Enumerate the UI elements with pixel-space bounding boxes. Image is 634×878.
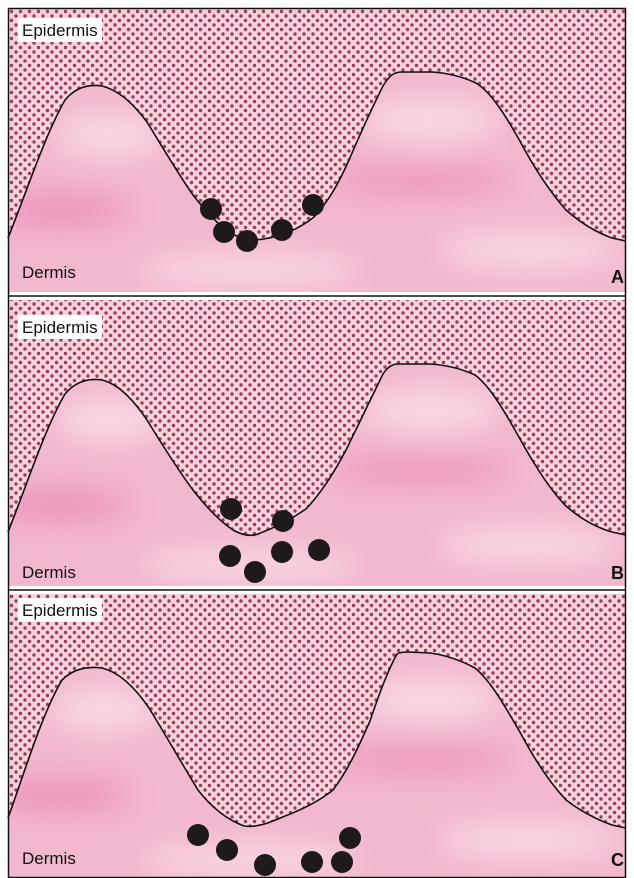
panel-b: Epidermis Dermis B xyxy=(0,300,626,586)
melanocyte-cell xyxy=(331,851,353,873)
panel-letter: B xyxy=(611,563,624,583)
melanocyte-cell xyxy=(271,219,293,241)
panel-a: Epidermis Dermis A xyxy=(0,8,626,292)
dermis-label: Dermis xyxy=(22,263,76,282)
panel-letter: C xyxy=(611,850,624,870)
panel-c: Epidermis Dermis C xyxy=(0,594,626,878)
melanocyte-cell xyxy=(200,198,222,220)
melanocyte-cell xyxy=(236,230,258,252)
epidermis-label: Epidermis xyxy=(22,21,98,40)
melanocyte-cell xyxy=(301,851,323,873)
melanocyte-cell xyxy=(216,839,238,861)
melanocyte-cell xyxy=(213,221,235,243)
melanocyte-cell xyxy=(219,545,241,567)
dermis-label: Dermis xyxy=(22,563,76,582)
epidermis-label: Epidermis xyxy=(22,601,98,620)
melanocyte-cell xyxy=(244,561,266,583)
melanocyte-cell xyxy=(302,194,324,216)
melanocyte-cell xyxy=(339,827,361,849)
melanocyte-cell xyxy=(271,541,293,563)
melanocyte-cell xyxy=(272,510,294,532)
panel-letter: A xyxy=(611,267,624,287)
melanocyte-cell xyxy=(187,824,209,846)
melanocyte-cell xyxy=(308,539,330,561)
melanocyte-cell xyxy=(220,498,242,520)
epidermis-label: Epidermis xyxy=(22,318,98,337)
dermis-label: Dermis xyxy=(22,849,76,868)
melanocyte-cell xyxy=(254,854,276,876)
